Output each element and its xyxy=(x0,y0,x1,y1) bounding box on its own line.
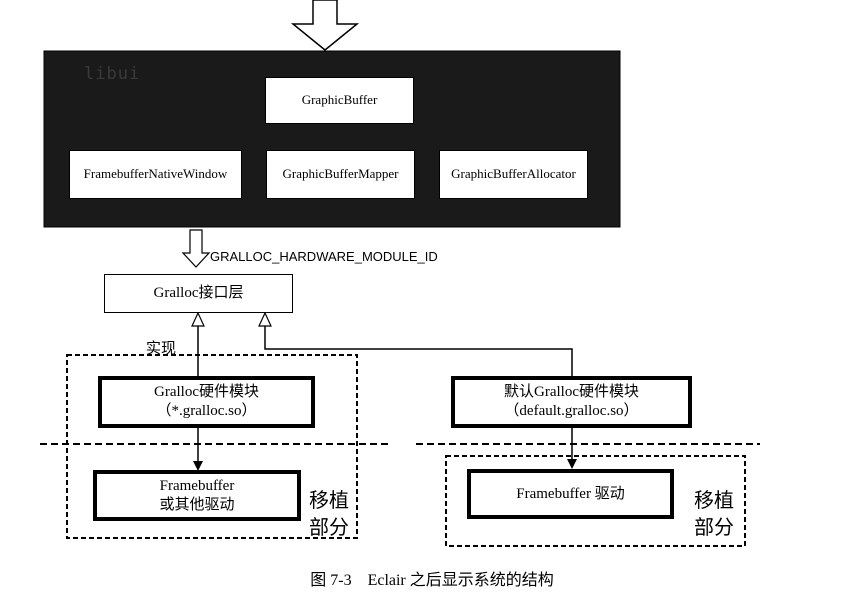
figure-caption: 图 7-3 Eclair 之后显示系统的结构 xyxy=(310,572,554,589)
gralloc-module-name: Gralloc硬件模块 xyxy=(154,384,259,401)
framebuffer-native-window-box: FramebufferNativeWindow xyxy=(69,150,242,199)
default-gralloc-module-file: （default.gralloc.so） xyxy=(504,403,639,419)
left-driver-box: Framebuffer 或其他驱动 xyxy=(93,470,301,521)
left-porting-region xyxy=(66,354,358,539)
graphic-buffer-label: GraphicBuffer xyxy=(301,92,378,108)
graphic-buffer-box: GraphicBuffer xyxy=(265,77,414,124)
right-porting-region xyxy=(445,455,746,547)
implements-label: 实现 xyxy=(146,341,177,357)
left-porting-label: 移植 部分 xyxy=(309,487,349,541)
left-porting-line1: 移植 xyxy=(309,488,349,512)
gralloc-interface-label: Gralloc接口层 xyxy=(153,285,244,302)
graphic-buffer-mapper-label: GraphicBufferMapper xyxy=(282,166,399,182)
libui-label: libui xyxy=(84,64,141,84)
right-implements-line xyxy=(264,326,573,376)
right-driver-arrowhead xyxy=(567,459,577,469)
module-id-label: GRALLOC_HARDWARE_MODULE_ID xyxy=(210,249,438,264)
framebuffer-native-window-label: FramebufferNativeWindow xyxy=(83,166,228,182)
graphic-buffer-allocator-label: GraphicBufferAllocator xyxy=(451,166,576,182)
left-driver-arrowhead xyxy=(193,461,203,471)
right-driver-label: Framebuffer 驱动 xyxy=(516,485,625,502)
graphic-buffer-mapper-box: GraphicBufferMapper xyxy=(266,150,415,199)
gralloc-interface-box: Gralloc接口层 xyxy=(104,274,293,313)
right-porting-label: 移植 部分 xyxy=(694,487,734,541)
left-porting-line2: 部分 xyxy=(309,515,349,539)
right-porting-line1: 移植 xyxy=(694,488,734,512)
default-gralloc-module-name: 默认Gralloc硬件模块 xyxy=(504,384,639,401)
left-implements-arrowhead xyxy=(191,311,205,327)
module-id-arrow xyxy=(181,229,211,268)
left-driver-desc: 或其他驱动 xyxy=(159,496,235,513)
right-driver-box: Framebuffer 驱动 xyxy=(467,469,674,519)
right-porting-line2: 部分 xyxy=(694,515,734,539)
gralloc-module-file: （*.gralloc.so） xyxy=(156,403,257,419)
right-implements-arrowhead xyxy=(258,311,272,327)
default-gralloc-module-box: 默认Gralloc硬件模块 （default.gralloc.so） xyxy=(451,376,692,428)
incoming-arrow xyxy=(290,0,360,51)
gralloc-module-box: Gralloc硬件模块 （*.gralloc.so） xyxy=(98,376,315,428)
left-driver-name: Framebuffer xyxy=(159,477,235,494)
graphic-buffer-allocator-box: GraphicBufferAllocator xyxy=(439,150,588,199)
